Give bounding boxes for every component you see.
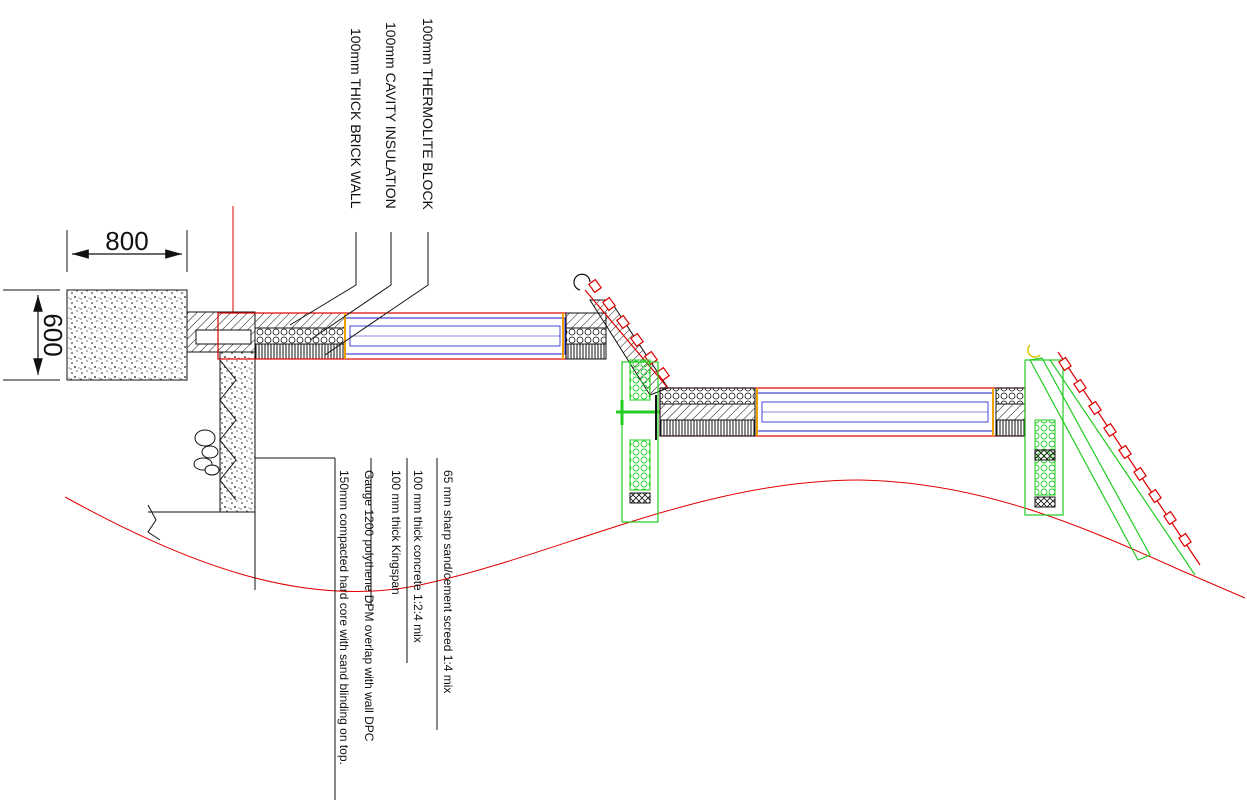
foundation-wall — [148, 311, 335, 590]
concrete-label: 100 mm thick concrete 1:2:4 mix — [411, 470, 425, 643]
wall-label-leaders — [289, 232, 429, 356]
ground-line — [64, 479, 1246, 599]
hardcore-label: 150mm compacted hard core with sand blin… — [337, 470, 351, 765]
screed-label: 65 mm sharp sand/cement screed 1:4 mix — [441, 470, 455, 693]
dpm-label: Gauge 1200 polythene DPM overlap with wa… — [362, 470, 376, 742]
concrete-footing — [66, 289, 188, 381]
thermolite-label: 100mm THERMOLITE BLOCK — [420, 18, 436, 211]
left-insulated-post — [616, 359, 660, 523]
footing-width-label: 800 — [105, 226, 148, 256]
right-slope-roof — [1029, 351, 1201, 576]
footing-depth-label: 600 — [38, 313, 68, 356]
brick-label: 100mm THICK BRICK WALL — [348, 28, 364, 209]
break-symbol — [147, 504, 161, 541]
rubble-stones — [193, 429, 220, 476]
right-insulated-post — [1024, 344, 1064, 516]
floor-slab-left — [217, 312, 607, 360]
footing-width-dimension: 800 — [66, 226, 188, 272]
floor-slab-right — [659, 387, 1026, 437]
kingspan-label: 100 mm thick Kingspan — [389, 470, 403, 595]
footing-depth-dimension: 600 — [3, 289, 68, 381]
floor-label-leaders — [334, 458, 438, 800]
cavity-label: 100mm CAVITY INSULATION — [383, 22, 399, 209]
